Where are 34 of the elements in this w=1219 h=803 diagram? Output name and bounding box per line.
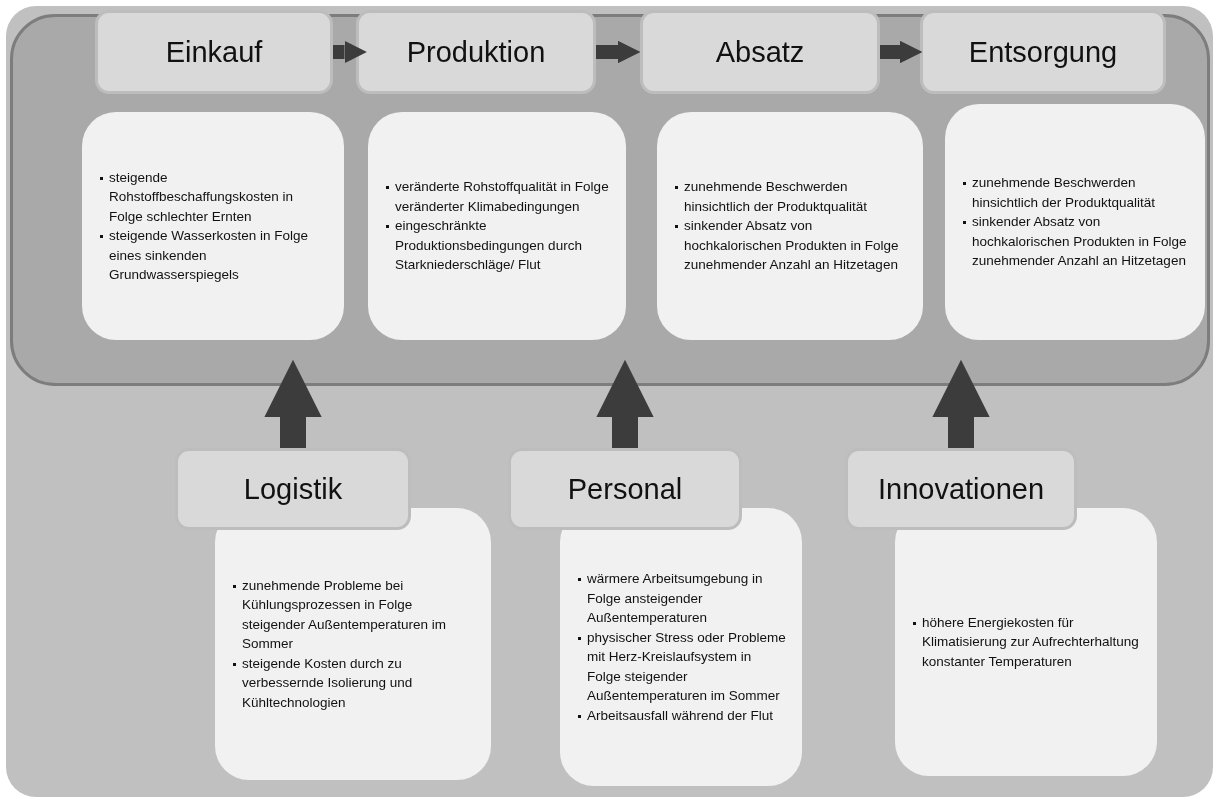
heading-tab [640, 10, 880, 94]
text-card [368, 112, 626, 340]
bullet-point-text: physischer Stress oder Probleme mit Herz-Kreislaufsystem in Folge steigender Außentemperaturen im Sommer [578, 627, 788, 706]
heading-text: Logistik [243, 472, 343, 506]
heading-tab [508, 448, 742, 530]
heading-text: Einkauf [165, 35, 263, 69]
heading-tab [95, 10, 333, 94]
text-card [82, 112, 344, 340]
arrow [932, 359, 990, 448]
arrow [264, 359, 322, 448]
bullet-point-text: Arbeitsausfall während der Flut [578, 705, 788, 725]
heading-tab [356, 10, 596, 94]
heading-text: Absatz [715, 35, 805, 69]
bullet-point-text: eingeschränkte Produktionsbedingungen durch Starkniederschläge/ Flut [386, 216, 612, 275]
text-card [215, 508, 491, 780]
bullet-point-text: höhere Energiekosten für Klimatisierung zur Aufrechterhaltung konstanter Temperaturen [913, 612, 1143, 672]
arrow [596, 40, 641, 64]
bullet-point-text: steigende Kosten durch zu verbessernde Isolierung und Kühltechnologien [233, 653, 477, 713]
arrow [596, 359, 654, 448]
text-card [895, 508, 1157, 776]
heading-text: Produktion [406, 35, 546, 69]
text-card [560, 508, 802, 786]
text-card [657, 112, 923, 340]
text-card [945, 104, 1205, 340]
heading-tab [920, 10, 1166, 94]
heading-text: Entsorgung [968, 35, 1118, 69]
heading-text: Personal [567, 472, 683, 506]
heading-tab [175, 448, 411, 530]
bullet-point-text: sinkender Absatz von hochkalorischen Produkten in Folge zunehmender Anzahl an Hitzetagen [963, 212, 1191, 271]
bullet-point-text: steigende Wasserkosten in Folge eines sinkenden Grundwasserspiegels [100, 226, 330, 285]
arrow [333, 40, 367, 64]
heading-text: Innovationen [877, 472, 1045, 506]
heading-tab [845, 448, 1077, 530]
bullet-point-text: sinkender Absatz von hochkalorischen Produkten in Folge zunehmender Anzahl an Hitzetagen [675, 216, 909, 275]
